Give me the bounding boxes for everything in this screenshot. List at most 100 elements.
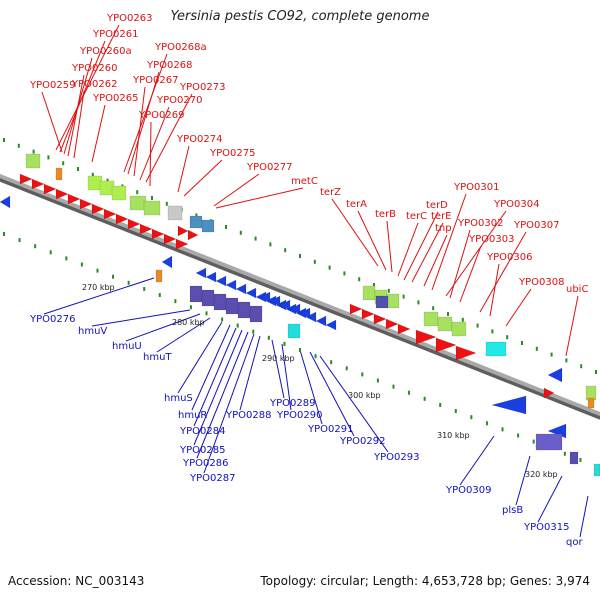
forward-cds-arrow	[151, 228, 165, 240]
forward-cds-arrow	[543, 387, 555, 399]
track-tick	[565, 358, 568, 363]
forward-gene-label: terC	[406, 211, 427, 222]
forward-cds-arrow	[19, 173, 33, 185]
forward-cds-arrow	[139, 223, 153, 235]
forward-gene-leader	[123, 53, 168, 173]
forward-gene-label: YPO0267	[132, 75, 178, 86]
reverse-cds-arrow	[491, 395, 527, 415]
track-tick	[284, 248, 287, 253]
reverse-gene-leader	[319, 355, 389, 453]
reverse-gene-label: plsB	[502, 505, 523, 516]
forward-gene-leader	[565, 295, 579, 357]
genome-summary-text: Topology: circular; Length: 4,653,728 bp…	[260, 574, 590, 588]
reverse-cds-arrow	[547, 367, 563, 383]
reverse-cds-arrow	[279, 299, 291, 311]
gene-tile	[362, 285, 376, 301]
forward-cds-arrow	[43, 183, 57, 195]
reverse-gene-label: YPO0291	[307, 424, 353, 435]
track-tick	[225, 225, 227, 229]
forward-cds-arrow	[31, 178, 45, 190]
track-tick	[535, 346, 538, 351]
forward-gene-leader	[386, 220, 393, 273]
forward-gene-label: YPO0274	[176, 134, 222, 145]
reverse-cds-arrow	[305, 311, 317, 323]
reverse-gene-leader	[515, 455, 531, 506]
gene-tile	[386, 293, 400, 309]
reverse-gene-leader	[459, 435, 495, 486]
track-tick	[563, 451, 566, 456]
track-tick	[77, 167, 79, 171]
rna-feature	[55, 167, 63, 181]
rna-feature	[155, 269, 163, 283]
track-tick	[269, 242, 272, 247]
kbp-label: 320 kbp	[525, 470, 558, 479]
reverse-gene-tile	[201, 289, 215, 307]
track-tick	[532, 439, 535, 444]
reverse-gene-leader	[193, 329, 243, 446]
forward-gene-label: ubiC	[566, 284, 588, 295]
reverse-gene-leader	[125, 313, 201, 342]
reverse-gene-leader	[196, 331, 249, 459]
reverse-cds-arrow	[0, 195, 11, 209]
backbone-line	[0, 173, 600, 417]
reverse-gene-tile	[213, 293, 227, 311]
gene-tile	[25, 153, 41, 169]
track-tick	[3, 138, 5, 142]
reverse-gene-label: YPO0293	[373, 452, 419, 463]
forward-cds-arrow	[177, 225, 189, 237]
forward-cds-arrow	[163, 233, 177, 245]
reverse-gene-tile	[535, 433, 563, 451]
track-tick	[195, 213, 198, 218]
forward-gene-label: terA	[346, 199, 367, 210]
track-tick	[254, 236, 257, 241]
forward-cds-arrow	[349, 303, 363, 315]
track-tick	[236, 323, 239, 328]
forward-gene-leader	[59, 40, 106, 153]
forward-cds-arrow	[385, 318, 399, 330]
track-tick	[136, 190, 139, 195]
forward-gene-leader	[489, 263, 500, 317]
track-tick	[476, 323, 479, 328]
track-tick	[143, 286, 146, 291]
forward-gene-leader	[133, 86, 146, 177]
forward-gene-leader	[403, 211, 439, 281]
forward-gene-leader	[411, 222, 444, 283]
reverse-gene-label: YPO0286	[182, 458, 228, 469]
track-tick	[580, 364, 583, 369]
reverse-cds-arrow	[269, 295, 281, 307]
track-tick	[361, 372, 364, 377]
track-tick	[345, 366, 348, 371]
forward-cds-arrow	[67, 193, 81, 205]
track-tick	[221, 317, 224, 322]
forward-cds-arrow	[103, 208, 117, 220]
forward-gene-label: YPO0301	[453, 182, 499, 193]
reverse-gene-label: YPO0292	[339, 436, 385, 447]
gene-tile	[167, 205, 183, 221]
track-tick	[80, 262, 83, 267]
kbp-label: 300 kbp	[348, 391, 381, 400]
genome-backbone	[0, 173, 600, 420]
track-tick	[112, 274, 115, 279]
reverse-cds-arrow	[289, 303, 301, 315]
forward-cds-arrow	[361, 308, 375, 320]
reverse-gene-tile	[485, 341, 507, 357]
rna-feature	[587, 397, 595, 409]
track-tick	[49, 250, 52, 255]
reverse-gene-label: YPO0284	[179, 426, 225, 437]
reverse-gene-leader	[91, 309, 191, 327]
gene-tile	[143, 200, 161, 216]
forward-gene-label: YPO0304	[493, 199, 539, 210]
track-tick	[506, 335, 509, 340]
gene-tile	[437, 316, 453, 332]
forward-gene-label: YPO0270	[156, 95, 202, 106]
forward-gene-label: tnp	[435, 223, 452, 234]
forward-gene-leader	[55, 24, 120, 151]
forward-gene-label: YPO0306	[486, 252, 532, 263]
reverse-gene-leader	[537, 475, 563, 523]
track-tick	[165, 201, 168, 206]
kbp-label: 270 kbp	[82, 283, 115, 292]
reverse-gene-label: YPO0289	[269, 398, 315, 409]
reverse-gene-tile	[249, 305, 263, 323]
forward-cds-arrow	[115, 213, 129, 225]
